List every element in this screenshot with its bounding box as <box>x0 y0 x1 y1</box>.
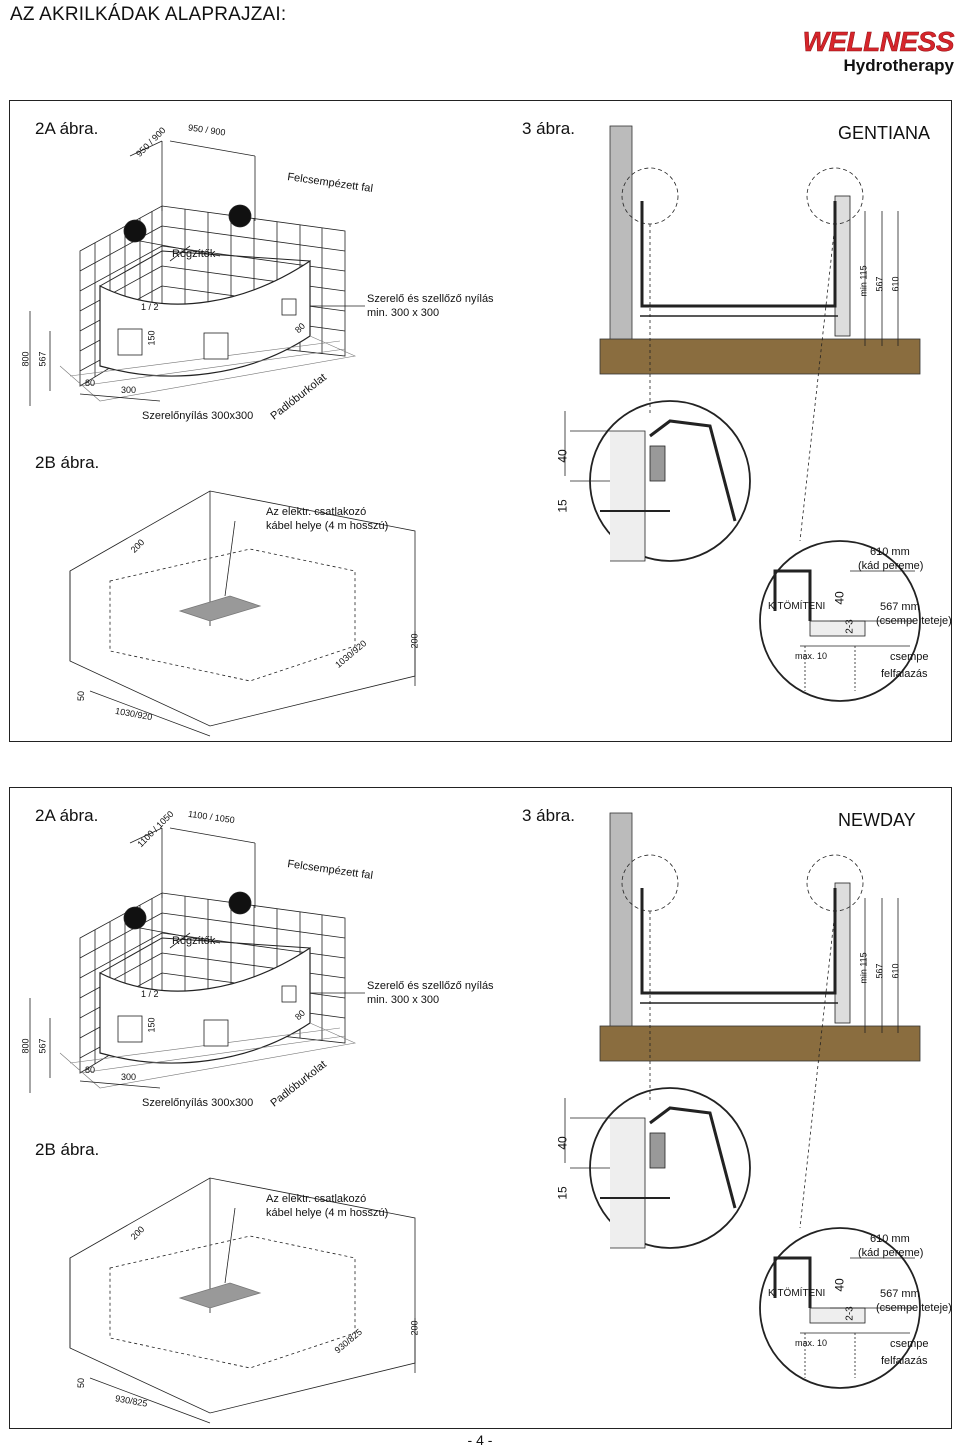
detail-wall-fixing <box>564 400 751 562</box>
build-label: felfalazás <box>881 1355 928 1367</box>
dim-15-detail: 15 <box>555 499 570 513</box>
detail-rim <box>759 1227 921 1389</box>
dim-40-rim: 40 <box>832 1278 847 1292</box>
dim-2-3: 2-3 <box>844 619 856 634</box>
dim-min115: min 115 <box>858 265 869 297</box>
rim-height-line2: (kád pereme) <box>858 1247 924 1259</box>
dim-567-section: 567 <box>874 276 885 292</box>
cable-location <box>178 595 262 622</box>
fixings-label: Rögzítők <box>172 935 216 947</box>
section-drawing <box>599 812 921 1229</box>
detail-rim <box>759 540 921 702</box>
figure-2b-label: 2B ábra. <box>35 1140 100 1159</box>
cable-location <box>178 1282 262 1309</box>
installation-drawing <box>29 125 921 737</box>
figure-2a-label: 2A ábra. <box>35 119 99 138</box>
seal-label: KITÖMÍTENI <box>768 601 826 612</box>
service-opening-line1: Szerelő és szellőző nyílás <box>367 980 494 992</box>
tile-top-line2: (csempe teteje) <box>876 1302 952 1314</box>
section-drawing <box>599 125 921 542</box>
dim-max10: max. 10 <box>795 651 828 661</box>
service-opening-line1: Szerelő és szellőző nyílás <box>367 293 494 305</box>
dim-50: 50 <box>76 690 87 702</box>
dim-610-section: 610 <box>890 276 901 292</box>
seal-label: KITÖMÍTENI <box>768 1288 826 1299</box>
detail-wall-fixing <box>564 1087 751 1249</box>
dim-50: 50 <box>76 1377 87 1389</box>
cable-label-line1: Az elektr. csatlakozó <box>266 1193 367 1205</box>
dim-300: 300 <box>121 385 137 395</box>
rim-height-line2: (kád pereme) <box>858 560 924 572</box>
dim-40-rim: 40 <box>832 591 847 605</box>
build-label: felfalazás <box>881 668 928 680</box>
fixings-label: Rögzítők <box>172 248 216 260</box>
service-opening-line2: min. 300 x 300 <box>367 994 440 1006</box>
figure-2a-label: 2A ábra. <box>35 806 99 825</box>
rim-height-line1: 610 mm <box>870 1233 910 1245</box>
brand-logo: WELLNESS Hydrotherapy <box>802 26 955 76</box>
dim-150: 150 <box>146 330 157 346</box>
dim-200b: 200 <box>409 633 420 649</box>
figure-2b-label: 2B ábra. <box>35 453 100 472</box>
dim-150: 150 <box>146 1017 157 1033</box>
dim-800: 800 <box>20 351 31 367</box>
dim-567: 567 <box>37 1038 48 1054</box>
dim-40-detail: 40 <box>555 449 570 463</box>
brand-name: WELLNESS <box>802 26 955 57</box>
tiled-wall-back <box>161 892 346 1044</box>
cable-label-line2: kábel helye (4 m hosszú) <box>266 520 389 532</box>
tile-top-line2: (csempe teteje) <box>876 615 952 627</box>
cable-label-line1: Az elektr. csatlakozó <box>266 506 367 518</box>
tile-top-line1: 567 mm <box>880 601 920 613</box>
service-opening-line2: min. 300 x 300 <box>367 307 440 319</box>
tile-label: csempe <box>890 1338 929 1350</box>
dim-567-section: 567 <box>874 963 885 979</box>
dim-610-section: 610 <box>890 963 901 979</box>
dim-max10: max. 10 <box>795 1338 828 1348</box>
tile-label: csempe <box>890 651 929 663</box>
model-name: NEWDAY <box>838 810 916 830</box>
dim-2-3: 2-3 <box>844 1306 856 1321</box>
page-title: AZ AKRILKÁDAK ALAPRAJZAI: <box>10 4 287 25</box>
dim-15-detail: 15 <box>555 1186 570 1200</box>
model-name: GENTIANA <box>838 123 931 143</box>
page-number: - 4 - <box>467 1432 493 1448</box>
dim-half: 1 / 2 <box>141 989 159 999</box>
dim-567: 567 <box>37 351 48 367</box>
dim-min115: min 115 <box>858 952 869 984</box>
dim-800: 800 <box>20 1038 31 1054</box>
access-opening-label: Szerelőnyílás 300x300 <box>142 410 254 422</box>
installation-drawing <box>29 812 921 1424</box>
tile-top-line1: 567 mm <box>880 1288 920 1300</box>
dim-200b: 200 <box>409 1320 420 1336</box>
rim-height-line1: 610 mm <box>870 546 910 558</box>
model-panel-newday: 2A ábra. 3 ábra. NEWDAY 2B ábra. 1100 / … <box>9 787 952 1429</box>
dim-half: 1 / 2 <box>141 302 159 312</box>
cable-label-line2: kábel helye (4 m hosszú) <box>266 1207 389 1219</box>
figure-3-label: 3 ábra. <box>522 806 575 825</box>
room-outline <box>69 490 416 737</box>
access-opening-label: Szerelőnyílás 300x300 <box>142 1097 254 1109</box>
dim-40-detail: 40 <box>555 1136 570 1150</box>
dim-80b: 80 <box>85 1065 96 1075</box>
figure-3-label: 3 ábra. <box>522 119 575 138</box>
model-panel-gentiana: 2A ábra. 3 ábra. GENTIANA 2B ábra. 950 /… <box>9 100 952 742</box>
dim-80b: 80 <box>85 378 96 388</box>
dim-300: 300 <box>121 1072 137 1082</box>
brand-subtitle: Hydrotherapy <box>843 56 954 75</box>
